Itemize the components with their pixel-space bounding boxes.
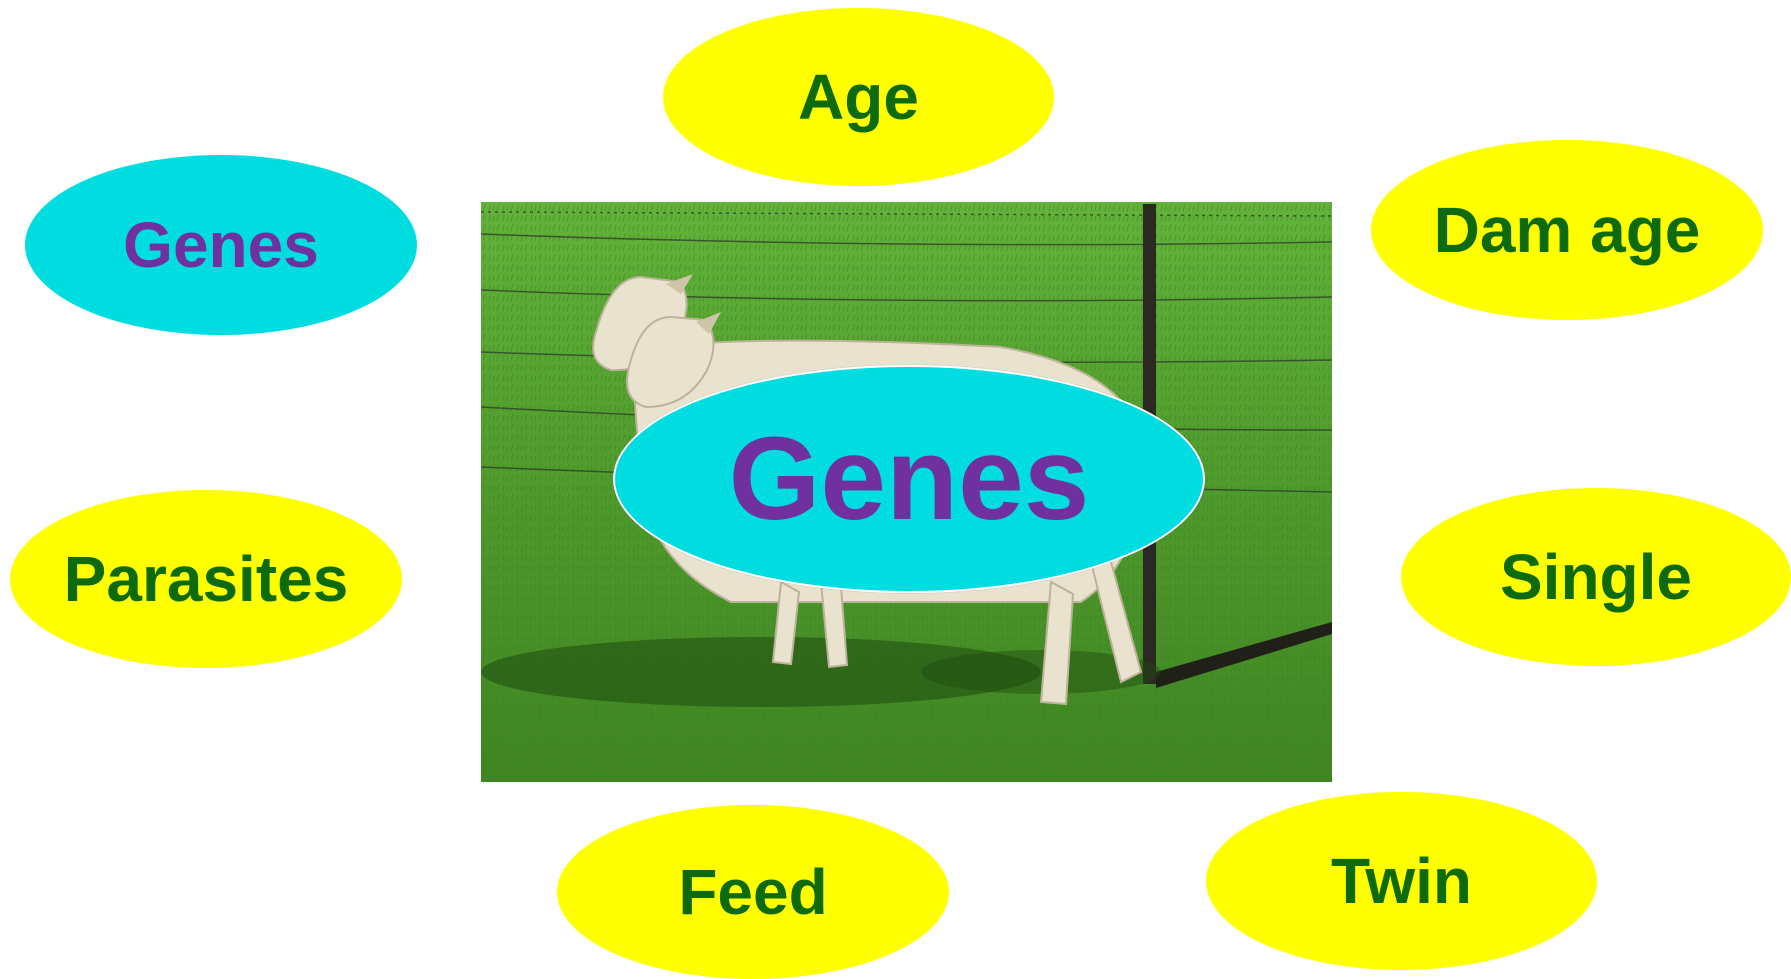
factor-twin-label: Twin	[1331, 844, 1472, 918]
factor-parasites-label: Parasites	[64, 542, 349, 616]
factor-feed: Feed	[557, 805, 949, 979]
factor-dam-age: Dam age	[1371, 140, 1763, 320]
factor-genes: Genes	[25, 155, 417, 335]
factor-feed-label: Feed	[678, 855, 827, 929]
factor-age-label: Age	[798, 60, 919, 134]
center-genes-oval: Genes	[613, 365, 1205, 593]
factor-genes-label: Genes	[123, 208, 319, 282]
factor-dam-age-label: Dam age	[1434, 193, 1701, 267]
center-genes-label: Genes	[729, 411, 1090, 547]
factor-twin: Twin	[1206, 792, 1597, 970]
factor-parasites: Parasites	[10, 490, 402, 668]
factor-single: Single	[1401, 488, 1791, 666]
factor-single-label: Single	[1500, 540, 1692, 614]
factor-age: Age	[663, 8, 1054, 186]
